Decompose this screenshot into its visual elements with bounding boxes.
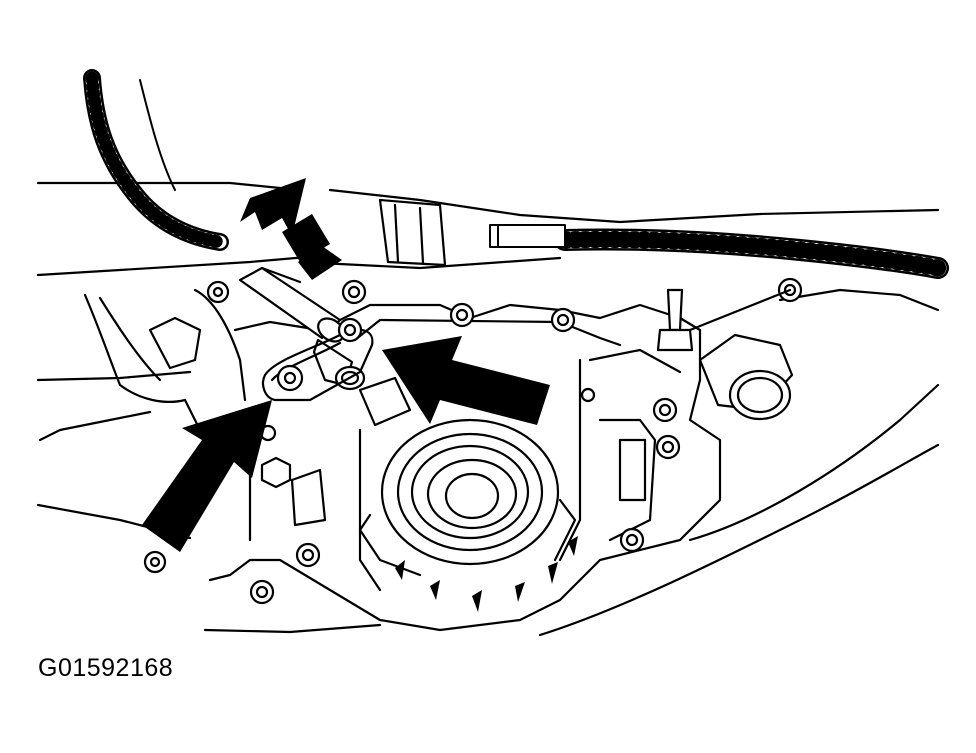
pulley-teeth [395, 536, 578, 612]
sensor-bolt [337, 317, 363, 343]
crankshaft-pulley [358, 418, 577, 577]
figure-code: G01592168 [38, 654, 174, 682]
chassis-outline [36, 181, 940, 637]
bolt [449, 302, 475, 328]
dashed-up-left-arrow-icon [240, 178, 342, 280]
left-housing [38, 288, 247, 457]
cover-bolts [143, 277, 803, 605]
bolt [295, 542, 321, 568]
dowel [580, 387, 596, 403]
sensor-bolt [276, 364, 304, 392]
solid-arrow-icon [382, 336, 550, 425]
oil-pressure-sensor [656, 288, 794, 421]
bolt [341, 279, 367, 305]
hex-nut [260, 456, 292, 489]
bolt [206, 280, 230, 304]
bolt [619, 527, 645, 553]
crankshaft-position-sensor [238, 266, 374, 402]
wiring-harness-right [489, 224, 949, 279]
bolt [550, 307, 576, 333]
harness-connector [378, 198, 447, 267]
solid-arrow-icon [142, 400, 272, 552]
bolt [143, 550, 167, 574]
bolt [652, 397, 678, 423]
bolt [655, 434, 681, 460]
bolt [249, 579, 275, 605]
wiring-harness-left [83, 69, 229, 251]
